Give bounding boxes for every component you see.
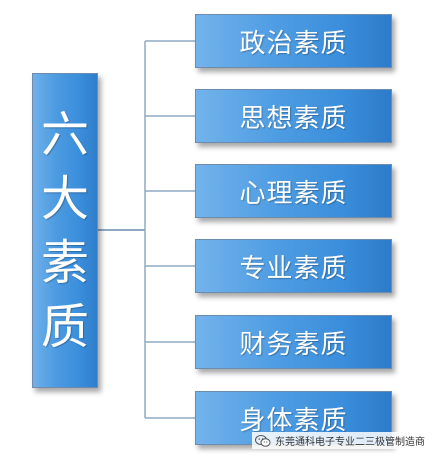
root-char-2: 大 bbox=[40, 170, 89, 227]
node-psychological-quality: 心理素质 bbox=[195, 164, 392, 218]
node-label: 心理素质 bbox=[239, 178, 348, 209]
root-char-4: 质 bbox=[40, 298, 89, 355]
node-financial-quality: 财务素质 bbox=[195, 315, 392, 369]
node-label: 思想素质 bbox=[239, 103, 348, 134]
root-char-1: 六 bbox=[40, 106, 89, 163]
root-node-six-qualities: 六 大 素 质 bbox=[32, 73, 98, 388]
node-ideological-quality: 思想素质 bbox=[195, 89, 392, 143]
node-label: 专业素质 bbox=[239, 253, 348, 284]
watermark: 东莞通科电子专业二三极管制造商 bbox=[252, 432, 428, 449]
node-label: 政治素质 bbox=[239, 28, 348, 59]
watermark-text: 东莞通科电子专业二三极管制造商 bbox=[275, 437, 425, 448]
wechat-icon bbox=[255, 434, 271, 447]
node-label: 财务素质 bbox=[239, 329, 348, 360]
root-char-3: 素 bbox=[40, 234, 89, 291]
node-political-quality: 政治素质 bbox=[195, 14, 392, 68]
node-professional-quality: 专业素质 bbox=[195, 239, 392, 293]
node-label: 身体素质 bbox=[239, 405, 348, 436]
